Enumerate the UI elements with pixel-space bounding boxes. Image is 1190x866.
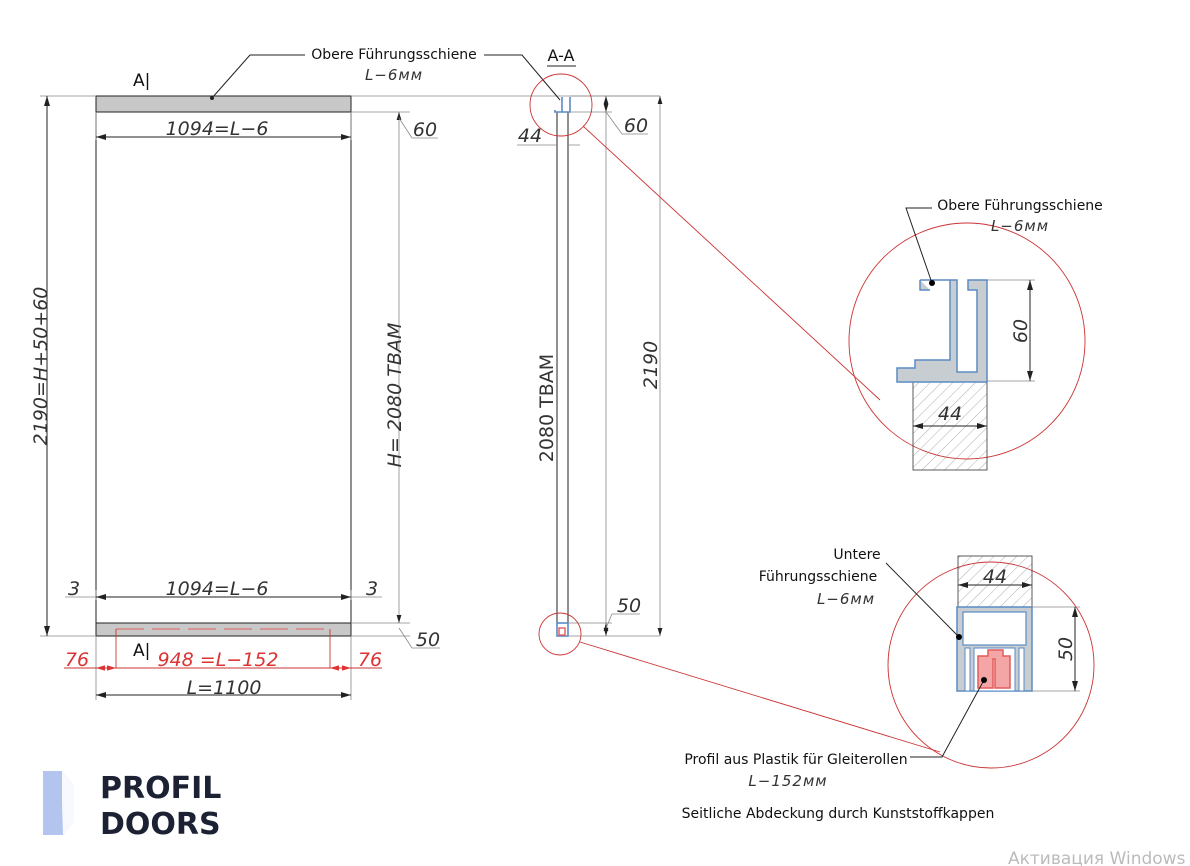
top-callout: Obere Führungsschiene L−6мм [311, 47, 561, 101]
section-dim-thickness: 44 [518, 125, 542, 147]
dim-gap-left: 3 [68, 578, 80, 600]
logo-line2: DOORS [100, 807, 221, 842]
dim-bottom-width: 1094=L−6 [166, 578, 269, 600]
plastic-profile-title: Profil aus Plastik für Gleiterollen [684, 752, 907, 768]
section-mark-bottom: A| [133, 641, 150, 661]
callout-title: Obere Führungsschiene [311, 47, 477, 63]
section-view: A-A 44 60 50 2080 ТВАМ 2190 [517, 46, 941, 753]
bottom-rail [95, 622, 352, 637]
detail-bottom-title-line1: Untere [833, 547, 880, 563]
dim-plastic-offset-right: 76 [358, 649, 382, 671]
plastic-profile-length: L−152мм [748, 772, 827, 790]
windows-activation-watermark: Активация Windows [1008, 849, 1186, 866]
detail-bottom-dim-thickness: 44 [983, 566, 1007, 588]
side-cover-note: Seitliche Abdeckung durch Kunststoffkapp… [682, 806, 995, 822]
door-outline [95, 95, 352, 637]
top-rail [95, 95, 352, 113]
dim-total-height: 2190=H+50+60 [30, 287, 52, 446]
detail-top-dim-height: 60 [1010, 319, 1032, 343]
detail-top-length: L−6мм [991, 217, 1049, 235]
detail-bottom: Untere Führungsschiene L−6мм 50 44 Profi… [682, 547, 1095, 822]
detail-bottom-title-line2: Führungsschiene [759, 569, 878, 585]
section-dim-total-height: 2190 [640, 341, 662, 389]
detail-marker-top [529, 73, 593, 137]
detail-marker-bottom [538, 612, 582, 656]
dim-top-rail: 60 [413, 119, 437, 141]
dim-gap-right: 3 [366, 578, 378, 600]
dim-plastic-length: 948 =L−152 [158, 649, 279, 671]
dim-plastic-offset-left: 76 [65, 649, 89, 671]
door-section [556, 111, 569, 624]
detail-top-title: Obere Führungsschiene [937, 198, 1103, 214]
dim-bottom-rail: 50 [416, 629, 440, 651]
section-dim-top-rail: 60 [624, 115, 648, 137]
section-title: A-A [548, 46, 575, 65]
front-view: A| A| 2190=H+50+60 H= 2080 ТВАМ 1094=L−6… [30, 54, 660, 700]
detail-top: Obere Führungsschiene L−6мм 60 44 [848, 198, 1103, 471]
callout-length: L−6мм [365, 66, 423, 84]
detail-top-dim-thickness: 44 [938, 403, 962, 425]
section-dim-bottom-rail: 50 [617, 595, 641, 617]
dim-door-height: H= 2080 ТВАМ [384, 323, 406, 468]
detail-bottom-length: L−6мм [817, 590, 875, 608]
section-mark-top: A| [133, 71, 150, 91]
detail-bottom-dim-height: 50 [1055, 637, 1077, 661]
dim-total-width: L=1100 [187, 677, 262, 699]
section-dim-door-height: 2080 ТВАМ [536, 354, 558, 462]
dim-top-width: 1094=L−6 [166, 118, 269, 140]
profil-doors-logo: PROFIL DOORS [43, 771, 221, 842]
logo-line1: PROFIL [100, 771, 221, 806]
